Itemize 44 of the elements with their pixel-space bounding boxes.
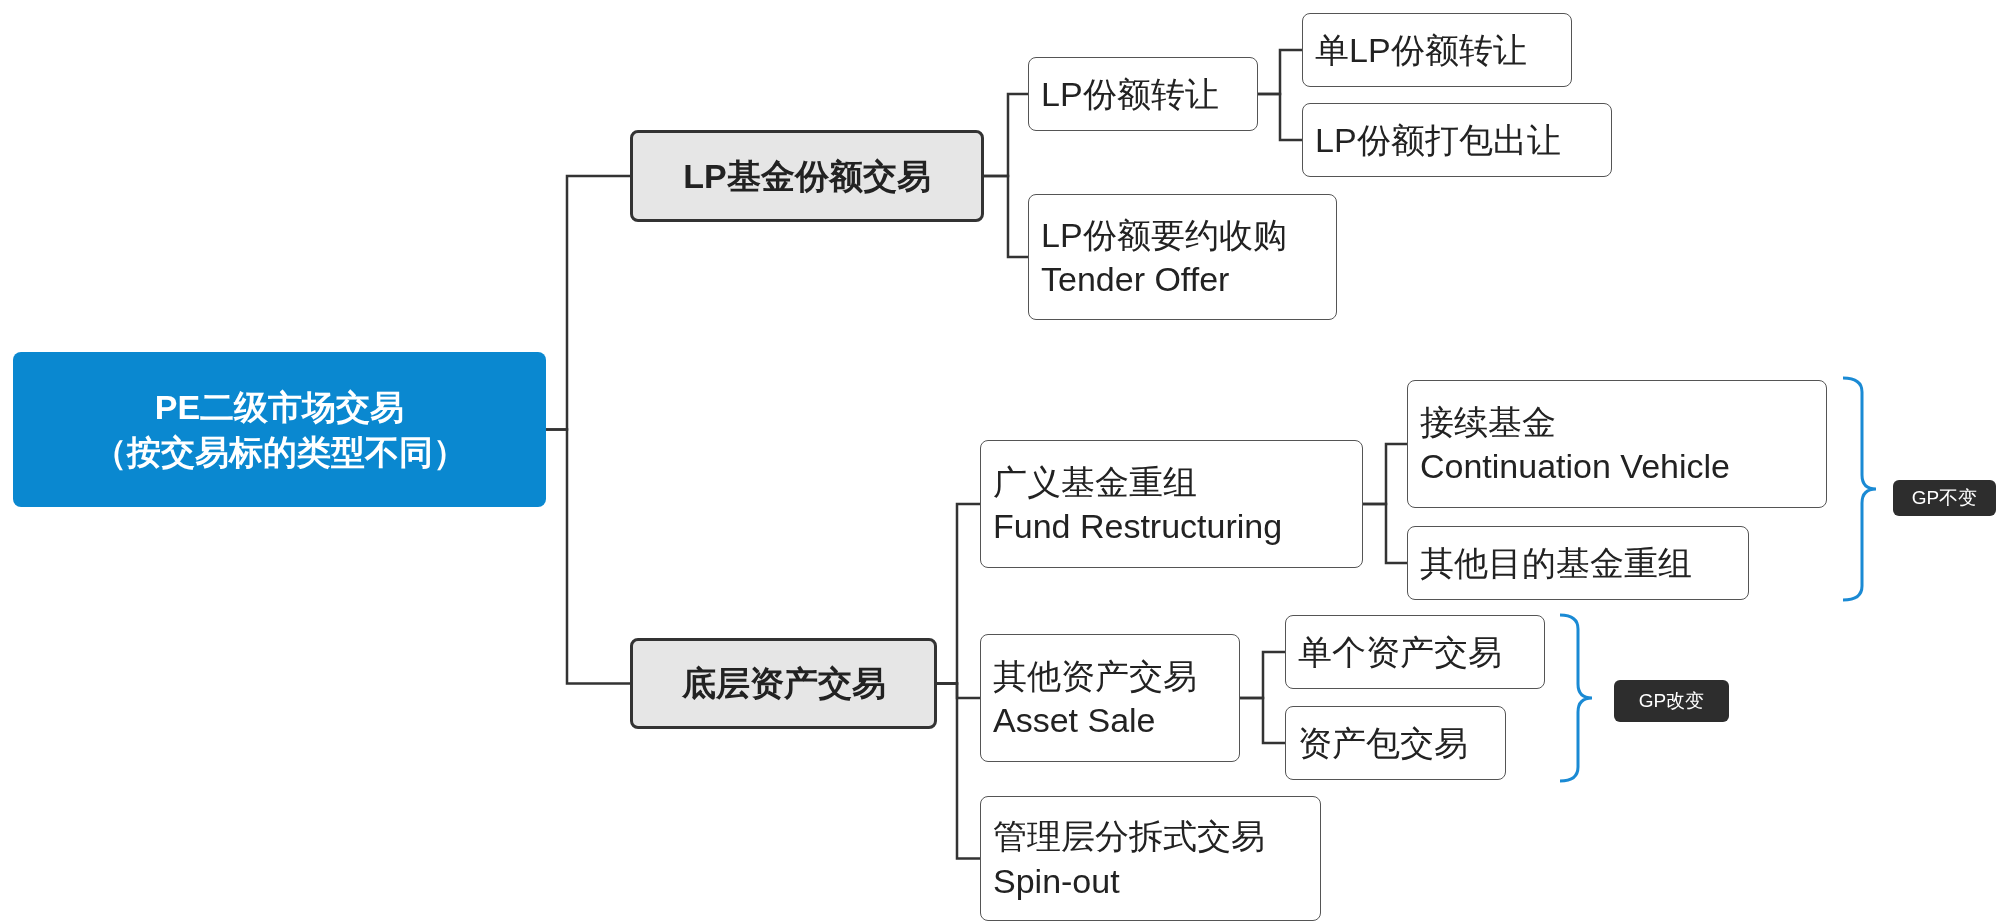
connector-line [937, 682, 980, 860]
connector-line [1240, 696, 1285, 745]
topic-text: LP份额打包出让 [1315, 119, 1562, 161]
subtopic-box [1302, 103, 1612, 177]
topic-text: 底层资产交易 [681, 663, 886, 705]
subtopic-box [1028, 57, 1258, 131]
topic-text: 单个资产交易 [1298, 631, 1503, 673]
topic-box [630, 130, 984, 222]
topic-text: 其他资产交易 [993, 655, 1198, 697]
topic-text: Asset Sale [993, 700, 1157, 741]
topic-text: （按交易标的类型不同） [92, 431, 467, 473]
subtopic-box [980, 440, 1363, 568]
connector-line [1363, 502, 1407, 565]
topic-text: PE二级市场交易 [154, 387, 405, 429]
topic-text: 资产包交易 [1298, 722, 1469, 764]
subtopic-box [1285, 615, 1545, 689]
topic-text: LP份额要约收购 [1041, 214, 1288, 256]
root-topic-box [13, 352, 546, 507]
connector-line [1258, 92, 1302, 142]
topic-text: Spin-out [993, 860, 1121, 902]
topic-text: LP份额转让 [1041, 73, 1220, 115]
tag-label [1893, 480, 1996, 516]
topic-text: Fund Restructuring [993, 506, 1284, 547]
topic-text: 单LP份额转让 [1315, 29, 1528, 71]
connector-line [546, 428, 630, 685]
subtopic-box [1302, 13, 1572, 87]
subtopic-box [980, 634, 1240, 762]
topic-text: 其他目的基金重组 [1420, 542, 1693, 584]
topic-text: Continuation Vehicle [1420, 446, 1731, 487]
topic-text: Tender Offer [1041, 259, 1231, 300]
tag-text: GP不变 [1911, 485, 1978, 510]
topic-text: 管理层分拆式交易 [993, 816, 1266, 858]
subtopic-box [1285, 706, 1506, 780]
topic-text: 广义基金重组 [993, 461, 1198, 503]
tag-label [1614, 680, 1729, 722]
subtopic-box [980, 796, 1321, 921]
topic-text: LP基金份额交易 [683, 155, 931, 197]
subtopic-box [1028, 194, 1337, 320]
subtopic-box [1407, 526, 1749, 600]
topic-box [630, 638, 937, 729]
subtopic-box [1407, 380, 1827, 508]
connector-line [984, 174, 1028, 259]
tag-text: GP改变 [1638, 688, 1705, 713]
topic-text: 接续基金 [1420, 401, 1557, 443]
